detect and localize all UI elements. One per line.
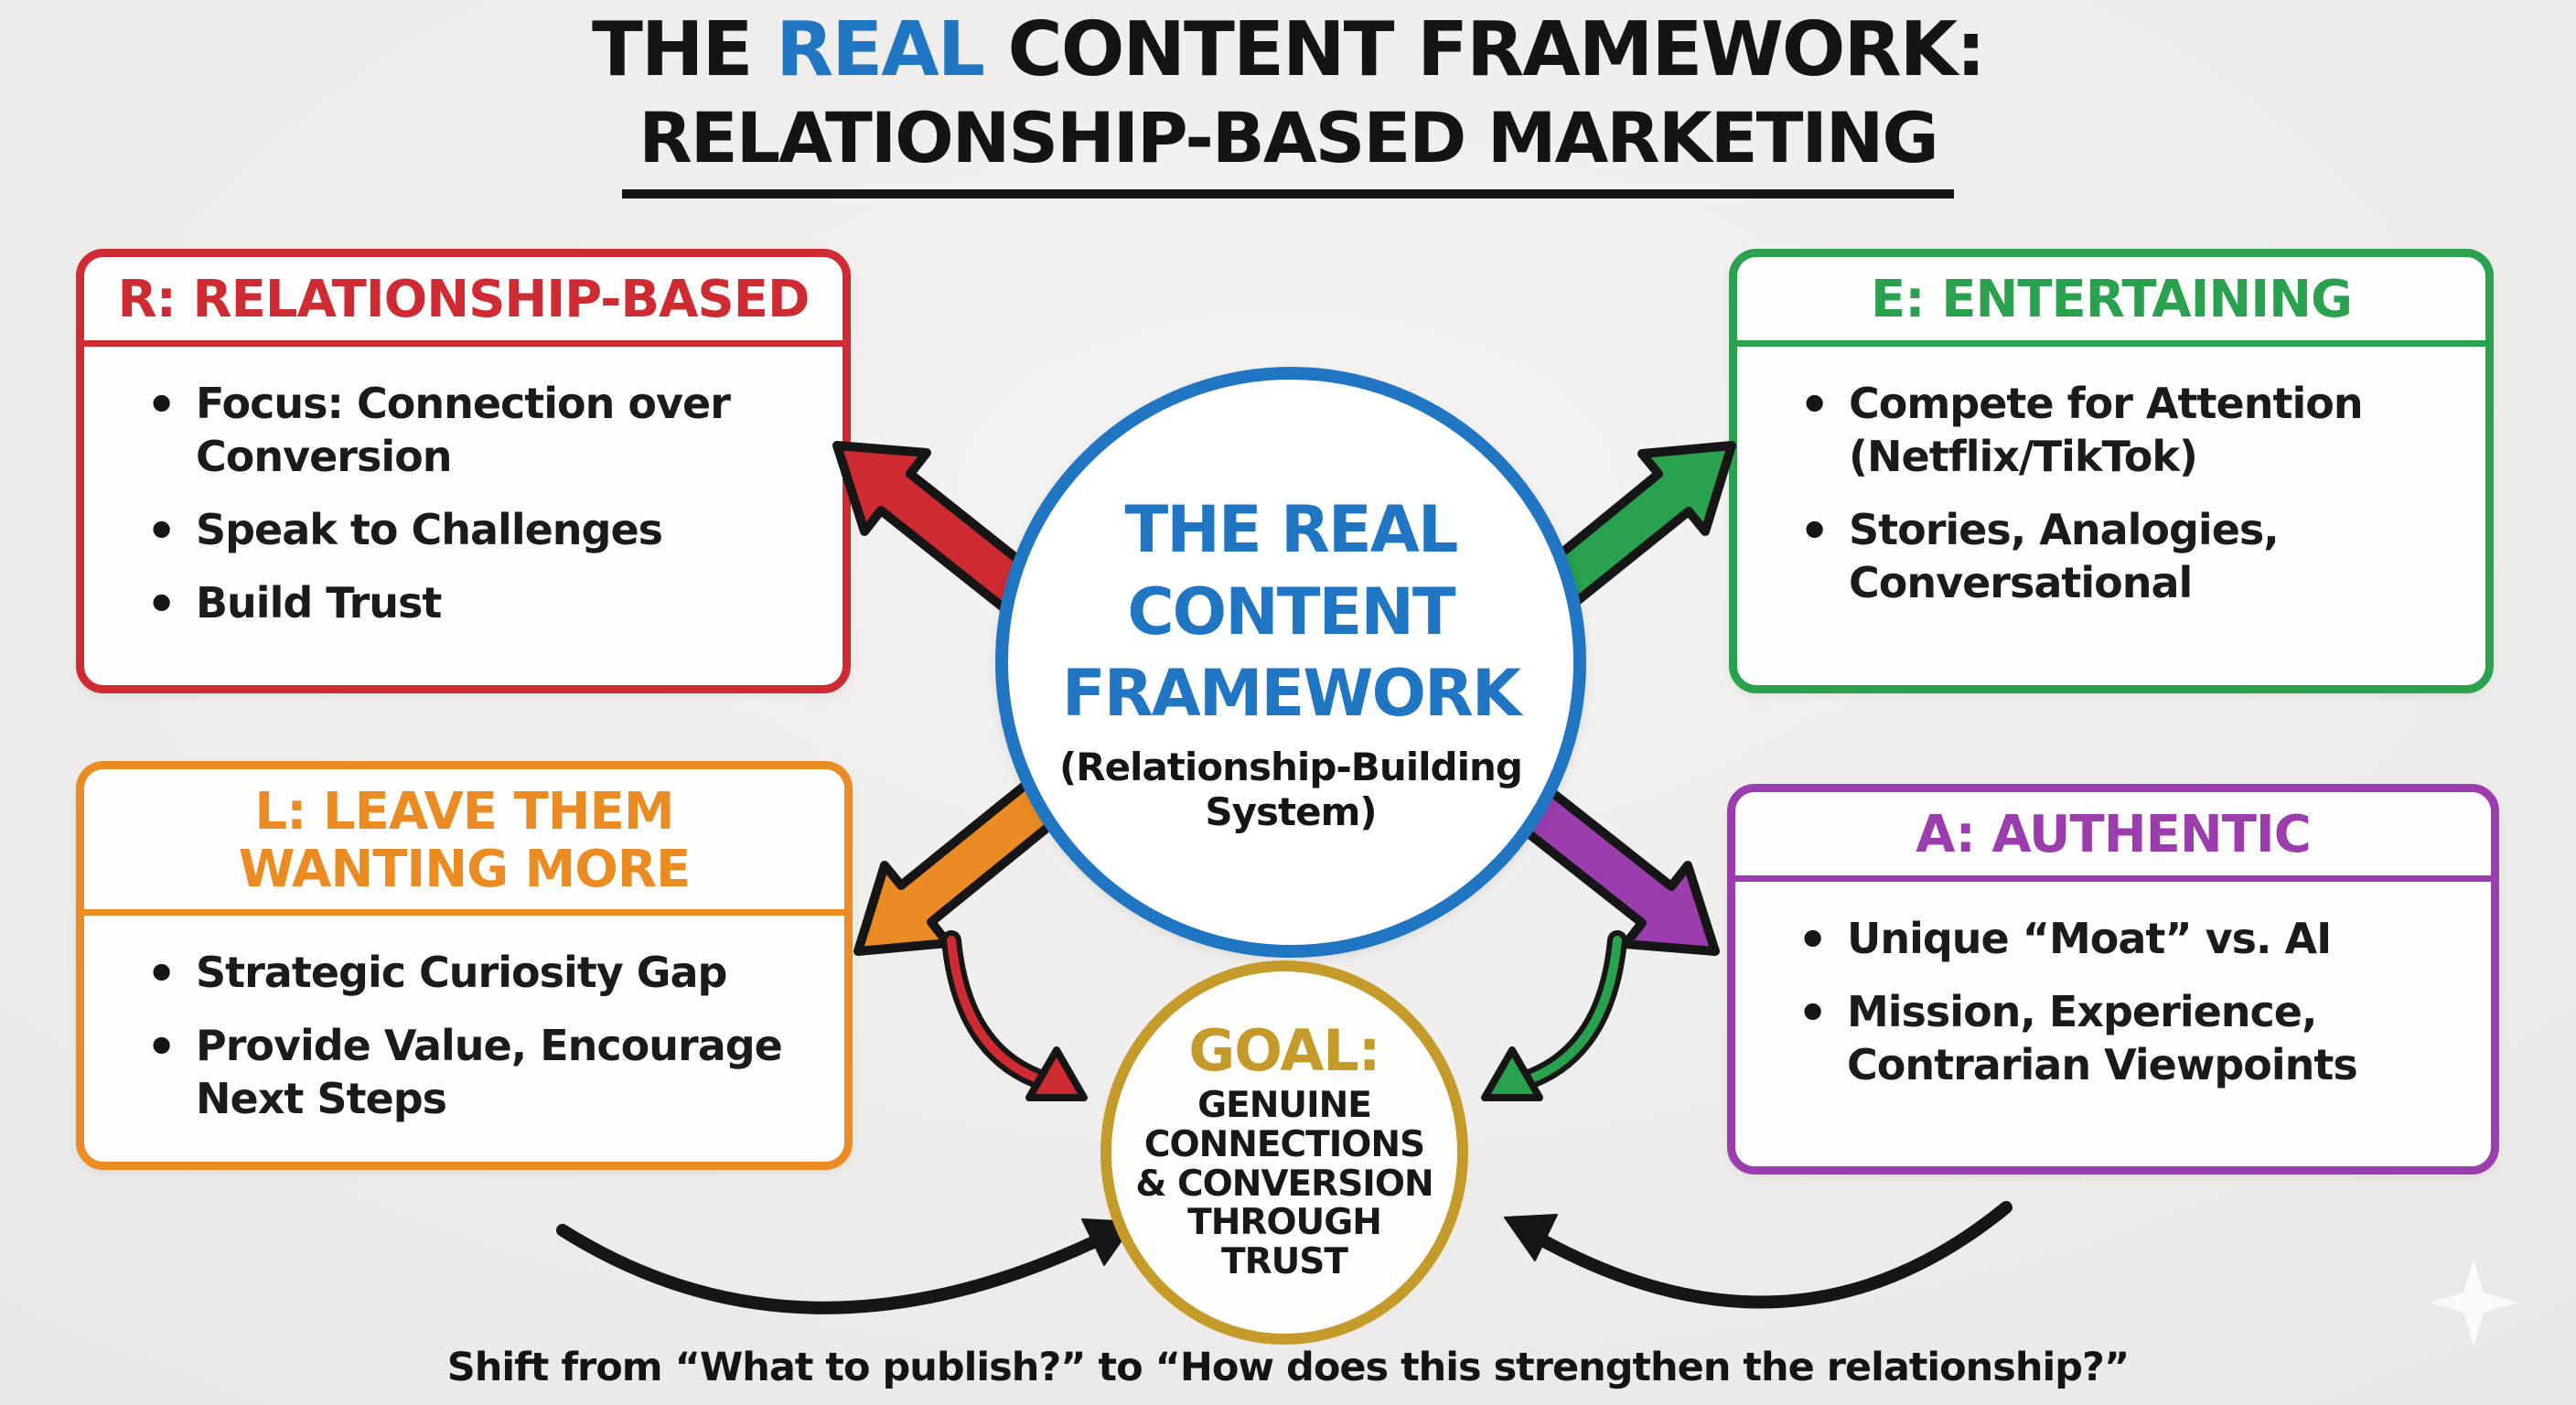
title-prefix: THE [592, 6, 777, 93]
curved-arrow-green-to-goal-icon [1481, 930, 1627, 1101]
authentic-bullets: Unique “Moat” vs. AI Mission, Experience… [1735, 911, 2491, 1092]
goal-label: GOAL: [1188, 1016, 1380, 1084]
center-subtitle: (Relationship-Building System) [1059, 744, 1523, 835]
leave-them-wanting-more-box: L: LEAVE THEM WANTING MORE Strategic Cur… [76, 761, 853, 1170]
bullet-item: Strategic Curiosity Gap [143, 945, 817, 1004]
curved-arrow-red-to-goal-icon [941, 930, 1088, 1101]
title-highlight-real: REAL [776, 6, 985, 93]
bullet-item: Compete for Attention (Netflix/TikTok) [1796, 376, 2458, 484]
curved-arrow-leave-to-goal-icon [556, 1218, 1135, 1314]
goal-circle: GOAL: GENUINE CONNECTIONS & CONVERSION T… [1100, 960, 1468, 1345]
authentic-box: A: AUTHENTIC Unique “Moat” vs. AI Missio… [1727, 784, 2499, 1174]
page-title: THE REAL CONTENT FRAMEWORK: RELATIONSHIP… [0, 6, 2576, 199]
authentic-header: A: AUTHENTIC [1735, 792, 2491, 882]
arrow-center-to-relationship-icon [832, 441, 1044, 617]
relationship-based-bullets: Focus: Connection over Conversion Speak … [84, 376, 843, 635]
bullet-item: Provide Value, Encourage Next Steps [143, 1018, 817, 1126]
relationship-based-header: R: RELATIONSHIP-BASED [84, 257, 843, 347]
goal-text-line: CONNECTIONS [1143, 1123, 1425, 1165]
goal-text-line: TRUST [1221, 1241, 1348, 1283]
center-title-line: THE REAL [1124, 492, 1458, 568]
title-line-1: THE REAL CONTENT FRAMEWORK: [0, 6, 2576, 93]
leave-them-wanting-more-bullets: Strategic Curiosity Gap Provide Value, E… [84, 945, 844, 1126]
title-line-2-underlined: RELATIONSHIP-BASED MARKETING [622, 97, 1954, 199]
bottom-caption: Shift from “What to publish?” to “How do… [446, 1345, 2130, 1390]
bullet-item: Speak to Challenges [143, 502, 815, 562]
entertaining-box: E: ENTERTAINING Compete for Attention (N… [1729, 249, 2494, 693]
entertaining-header: E: ENTERTAINING [1737, 257, 2485, 347]
sparkle-icon [2430, 1259, 2517, 1346]
center-title-line: FRAMEWORK [1061, 656, 1521, 732]
arrow-center-to-leave-icon [853, 769, 1073, 956]
bullet-item: Unique “Moat” vs. AI [1794, 911, 2463, 971]
bullet-item: Build Trust [143, 575, 815, 635]
goal-text-line: & CONVERSION [1135, 1163, 1433, 1205]
title-suffix: CONTENT FRAMEWORK: [983, 6, 1986, 93]
center-title-line: CONTENT [1127, 574, 1455, 649]
leave-them-wanting-more-header: L: LEAVE THEM WANTING MORE [84, 769, 844, 917]
goal-text-line: THROUGH [1187, 1202, 1382, 1244]
bullet-item: Mission, Experience, Contrarian Viewpoin… [1794, 984, 2463, 1092]
relationship-based-box: R: RELATIONSHIP-BASED Focus: Connection … [76, 249, 851, 693]
entertaining-bullets: Compete for Attention (Netflix/TikTok) S… [1737, 376, 2485, 610]
curved-arrow-authentic-to-goal-icon [1504, 1201, 2012, 1309]
bullet-item: Focus: Connection over Conversion [143, 376, 815, 484]
goal-text-line: GENUINE [1197, 1084, 1372, 1126]
bullet-item: Stories, Analogies, Conversational [1796, 502, 2458, 610]
central-framework-circle: THE REAL CONTENT FRAMEWORK (Relationship… [995, 367, 1586, 958]
